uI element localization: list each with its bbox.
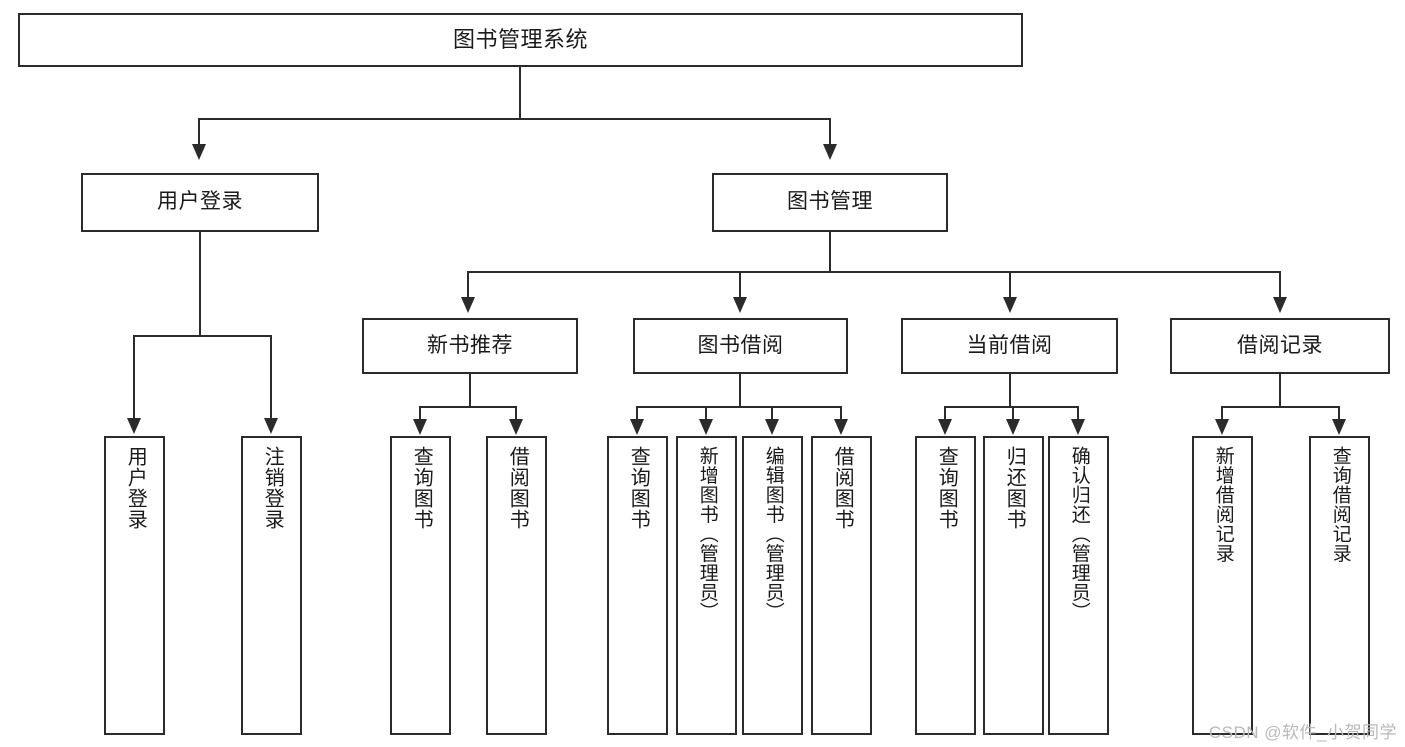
arrow-current-borrow-child-2: [1006, 419, 1020, 435]
leaf-current-borrow-query-book[interactable]: 查询图书: [915, 436, 976, 735]
node-label: 借阅记录: [1237, 333, 1323, 357]
leaf-user-login-logout[interactable]: 注销登录: [241, 436, 302, 735]
node-label: 新增借阅记录: [1212, 446, 1234, 563]
node-borrow-record[interactable]: 借阅记录: [1170, 318, 1390, 374]
connector-user-login-bus: [133, 335, 272, 337]
leaf-current-borrow-return-book[interactable]: 归还图书: [983, 436, 1044, 735]
connector-borrow-record-child-1: [1221, 406, 1223, 420]
connector-user-login-child-1: [133, 335, 135, 419]
leaf-book-borrow-edit-book-admin[interactable]: 编辑图书（管理员）: [742, 436, 803, 735]
arrow-current-borrow-child-1: [938, 419, 952, 435]
leaf-book-borrow-add-book-admin[interactable]: 新增图书（管理员）: [676, 436, 737, 735]
connector-root-bus: [198, 118, 831, 120]
connector-book-borrow-bus: [636, 406, 842, 408]
node-book-borrow[interactable]: 图书借阅: [633, 318, 848, 374]
arrow-user-login-child-1: [127, 418, 141, 434]
node-label: 编辑图书（管理员）: [762, 446, 784, 622]
leaf-borrow-record-query-record[interactable]: 查询借阅记录: [1309, 436, 1370, 735]
csdn-watermark: CSDN @软件_小贺同学: [1208, 723, 1397, 742]
connector-book-manage-child-3: [1009, 271, 1011, 298]
connector-book-borrow-child-2: [705, 406, 707, 420]
node-label: 借阅图书: [831, 446, 854, 530]
connector-current-borrow-child-2: [1012, 406, 1014, 420]
arrow-book-manage-child-2: [733, 297, 747, 313]
connector-book-manage-stem: [829, 232, 831, 273]
arrow-borrow-record-child-2: [1332, 419, 1346, 435]
connector-root-stem: [519, 67, 521, 119]
connector-new-book-child-1: [419, 406, 421, 420]
connector-current-borrow-child-1: [944, 406, 946, 420]
leaf-new-book-query-book[interactable]: 查询图书: [390, 436, 451, 735]
node-label: 查询图书: [935, 446, 958, 530]
arrow-book-borrow-child-1: [630, 419, 644, 435]
arrow-book-manage-child-4: [1273, 297, 1287, 313]
connector-current-borrow-stem: [1009, 374, 1011, 408]
node-label: 当前借阅: [966, 333, 1053, 357]
connector-user-login-stem: [199, 232, 201, 337]
node-root-system[interactable]: 图书管理系统: [18, 13, 1023, 67]
arrow-book-manage-child-1: [461, 297, 475, 313]
leaf-borrow-record-add-record[interactable]: 新增借阅记录: [1192, 436, 1253, 735]
node-label: 借阅图书: [506, 446, 529, 530]
leaf-book-borrow-query-book[interactable]: 查询图书: [607, 436, 668, 735]
connector-book-manage-bus: [467, 271, 1281, 273]
arrow-book-borrow-child-4: [834, 419, 848, 435]
node-label: 图书管理: [787, 190, 873, 214]
leaf-new-book-borrow-book[interactable]: 借阅图书: [486, 436, 547, 735]
arrow-book-borrow-child-2: [699, 419, 713, 435]
node-label: 用户登录: [157, 190, 243, 214]
connector-root-to-user-login: [198, 118, 200, 146]
connector-book-manage-child-2: [739, 271, 741, 298]
arrow-book-borrow-child-3: [765, 419, 779, 435]
connector-book-manage-child-4: [1279, 271, 1281, 298]
connector-new-book-stem: [469, 374, 471, 408]
connector-book-borrow-child-3: [771, 406, 773, 420]
arrow-borrow-record-child-1: [1215, 419, 1229, 435]
node-label: 确认归还（管理员）: [1068, 446, 1090, 622]
connector-book-borrow-stem: [739, 374, 741, 408]
connector-root-to-book-manage: [829, 118, 831, 146]
node-label: 新书推荐: [427, 333, 513, 357]
node-label: 归还图书: [1003, 446, 1026, 530]
connector-borrow-record-bus: [1221, 406, 1340, 408]
connector-current-borrow-bus: [944, 406, 1079, 408]
node-label: 注销登录: [261, 446, 284, 530]
node-label: 图书借阅: [697, 333, 784, 357]
node-new-book-recommend[interactable]: 新书推荐: [362, 318, 578, 374]
connector-book-manage-child-1: [467, 271, 469, 298]
connector-borrow-record-child-2: [1338, 406, 1340, 420]
arrow-new-book-child-2: [509, 419, 523, 435]
node-label: 用户登录: [124, 446, 147, 530]
node-label: 查询图书: [410, 446, 433, 530]
connector-book-borrow-child-4: [840, 406, 842, 420]
connector-new-book-child-2: [515, 406, 517, 420]
leaf-user-login-login[interactable]: 用户登录: [104, 436, 165, 735]
leaf-book-borrow-borrow-book[interactable]: 借阅图书: [811, 436, 872, 735]
connector-current-borrow-child-3: [1077, 406, 1079, 420]
leaf-current-borrow-confirm-return-admin[interactable]: 确认归还（管理员）: [1048, 436, 1109, 735]
arrow-root-to-user-login: [192, 144, 206, 160]
arrow-new-book-child-1: [413, 419, 427, 435]
connector-user-login-child-2: [270, 335, 272, 419]
node-label: 新增图书（管理员）: [696, 446, 718, 622]
node-book-management[interactable]: 图书管理: [712, 173, 948, 232]
node-label: 查询借阅记录: [1329, 446, 1351, 563]
node-label: 图书管理系统: [452, 27, 588, 53]
node-user-login[interactable]: 用户登录: [81, 173, 319, 232]
arrow-current-borrow-child-3: [1071, 419, 1085, 435]
connector-book-borrow-child-1: [636, 406, 638, 420]
node-current-borrow[interactable]: 当前借阅: [901, 318, 1118, 374]
connector-borrow-record-stem: [1279, 374, 1281, 408]
connector-new-book-bus: [419, 406, 517, 408]
arrow-book-manage-child-3: [1003, 297, 1017, 313]
arrow-root-to-book-manage: [823, 144, 837, 160]
arrow-user-login-child-2: [264, 418, 278, 434]
node-label: 查询图书: [627, 446, 650, 530]
